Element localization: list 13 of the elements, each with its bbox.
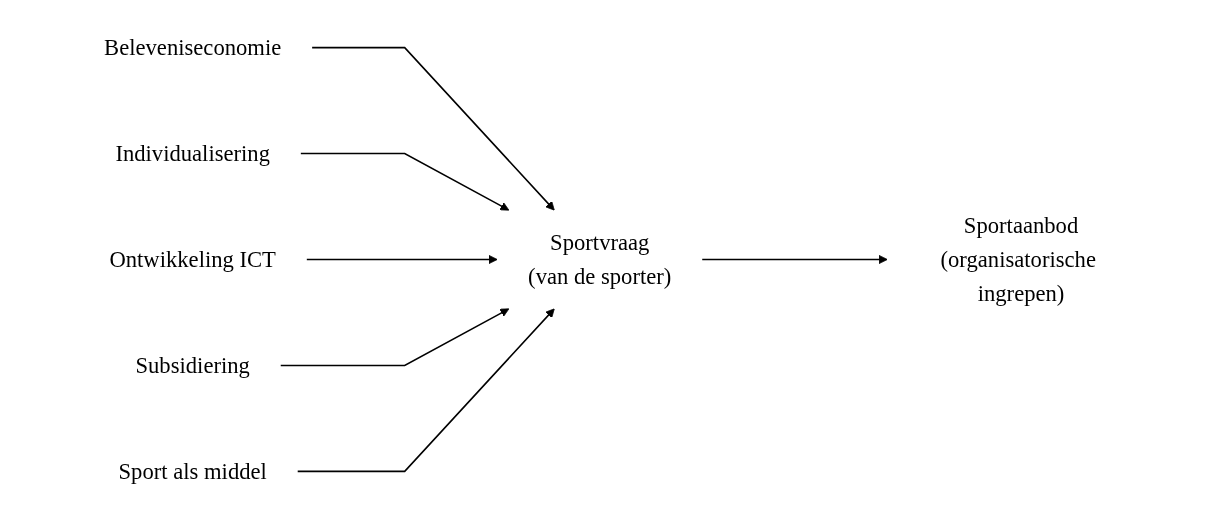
node-text: Ontwikkeling ICT (108, 246, 276, 272)
node-text: Sportvraag (van de sporter) (527, 229, 671, 289)
arrow (299, 152, 509, 211)
node-text: Subsidiering (134, 352, 250, 378)
arrow (305, 254, 498, 264)
node-text: Sport als middel (118, 458, 267, 484)
node-text: Beleveniseconomie (103, 34, 281, 60)
arrow (700, 254, 888, 264)
arrow (279, 307, 509, 366)
arrow (296, 307, 555, 472)
node-text: Individualisering (114, 140, 270, 166)
node-text: Sportaanbod (organisatorische ingrepen) (940, 212, 1096, 306)
arrow (310, 46, 555, 211)
